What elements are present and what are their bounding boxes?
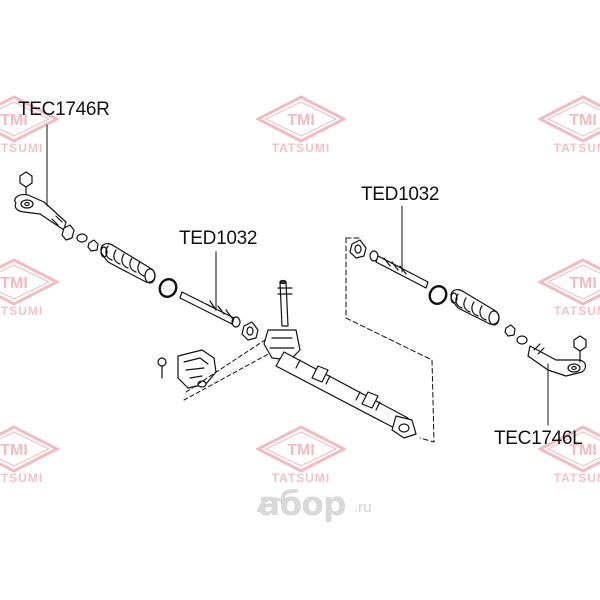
axial-joint-right-part — [369, 205, 429, 289]
tmi-logo-icon: TMI — [0, 95, 59, 143]
tatsumi-watermark-text: TATSUMI — [553, 471, 600, 485]
steering-rack-housing — [263, 279, 417, 439]
rack-boot-left — [100, 242, 156, 284]
tmi-logo-icon: TMI — [538, 425, 600, 473]
tmi-logo-text: TMI — [0, 112, 28, 129]
tmi-watermark: TMI TATSUMI — [535, 258, 600, 318]
label-ted1032-left: TED1032 — [179, 228, 258, 249]
rack-bushing-right — [349, 239, 367, 259]
tmi-logo-icon: TMI — [256, 425, 346, 473]
tatsumi-watermark-text: TATSUMI — [271, 141, 331, 155]
tatsumi-watermark-text: TATSUMI — [0, 141, 44, 155]
tmi-watermark: TMI TATSUMI — [0, 258, 62, 318]
tmi-logo-text: TMI — [0, 275, 28, 292]
tmi-logo-icon: TMI — [538, 258, 600, 306]
label-tec1746r: TEC1746R — [18, 99, 110, 120]
tmi-logo-text: TMI — [287, 112, 315, 129]
tatsumi-watermark-text: TATSUMI — [553, 304, 600, 318]
assembly-callout-box — [345, 237, 435, 443]
boot-clamp-small-right — [504, 324, 528, 345]
tmi-logo-icon: TMI — [0, 258, 59, 306]
o-ring-right — [428, 285, 448, 305]
tatsumi-watermark-text: TATSUMI — [0, 304, 44, 318]
rack-boot-right — [450, 288, 500, 326]
axial-joint-left-part — [179, 251, 241, 328]
label-tec1746l: TEC1746L — [494, 428, 583, 449]
tmi-watermark: TMI TATSUMI — [253, 425, 349, 485]
tmi-logo-icon: TMI — [256, 95, 346, 143]
brand-swoosh-icon — [256, 497, 284, 513]
brand-tld: .ru — [354, 499, 372, 516]
tmi-logo-text: TMI — [569, 275, 597, 292]
rack-bushing-left — [241, 321, 259, 341]
tatsumi-watermark-text: TATSUMI — [0, 471, 44, 485]
tmi-watermark: TMI TATSUMI — [0, 95, 62, 155]
tmi-logo-text: TMI — [569, 442, 597, 459]
tmi-watermark: TMI TATSUMI — [535, 425, 600, 485]
o-ring-left — [158, 278, 178, 298]
tie-rod-end-right-part — [14, 124, 75, 241]
mounting-bracket — [157, 337, 273, 401]
brand-watermark: aбop .ru — [256, 478, 388, 528]
tmi-logo-icon: TMI — [0, 425, 59, 473]
tmi-logo-text: TMI — [0, 442, 28, 459]
label-ted1032-right: TED1032 — [361, 184, 440, 205]
tmi-watermark: TMI TATSUMI — [535, 95, 600, 155]
tmi-logo-icon: TMI — [538, 95, 600, 143]
tie-rod-end-left-part — [527, 335, 587, 426]
boot-clamp-small-left — [76, 233, 99, 252]
tmi-logo-text: TMI — [569, 112, 597, 129]
tatsumi-watermark-text: TATSUMI — [553, 141, 600, 155]
tmi-logo-text: TMI — [287, 442, 315, 459]
tatsumi-watermark-text: TATSUMI — [271, 471, 331, 485]
tmi-watermark: TMI TATSUMI — [0, 425, 62, 485]
tmi-watermark: TMI TATSUMI — [253, 95, 349, 155]
brand-name: aбop — [258, 484, 347, 523]
